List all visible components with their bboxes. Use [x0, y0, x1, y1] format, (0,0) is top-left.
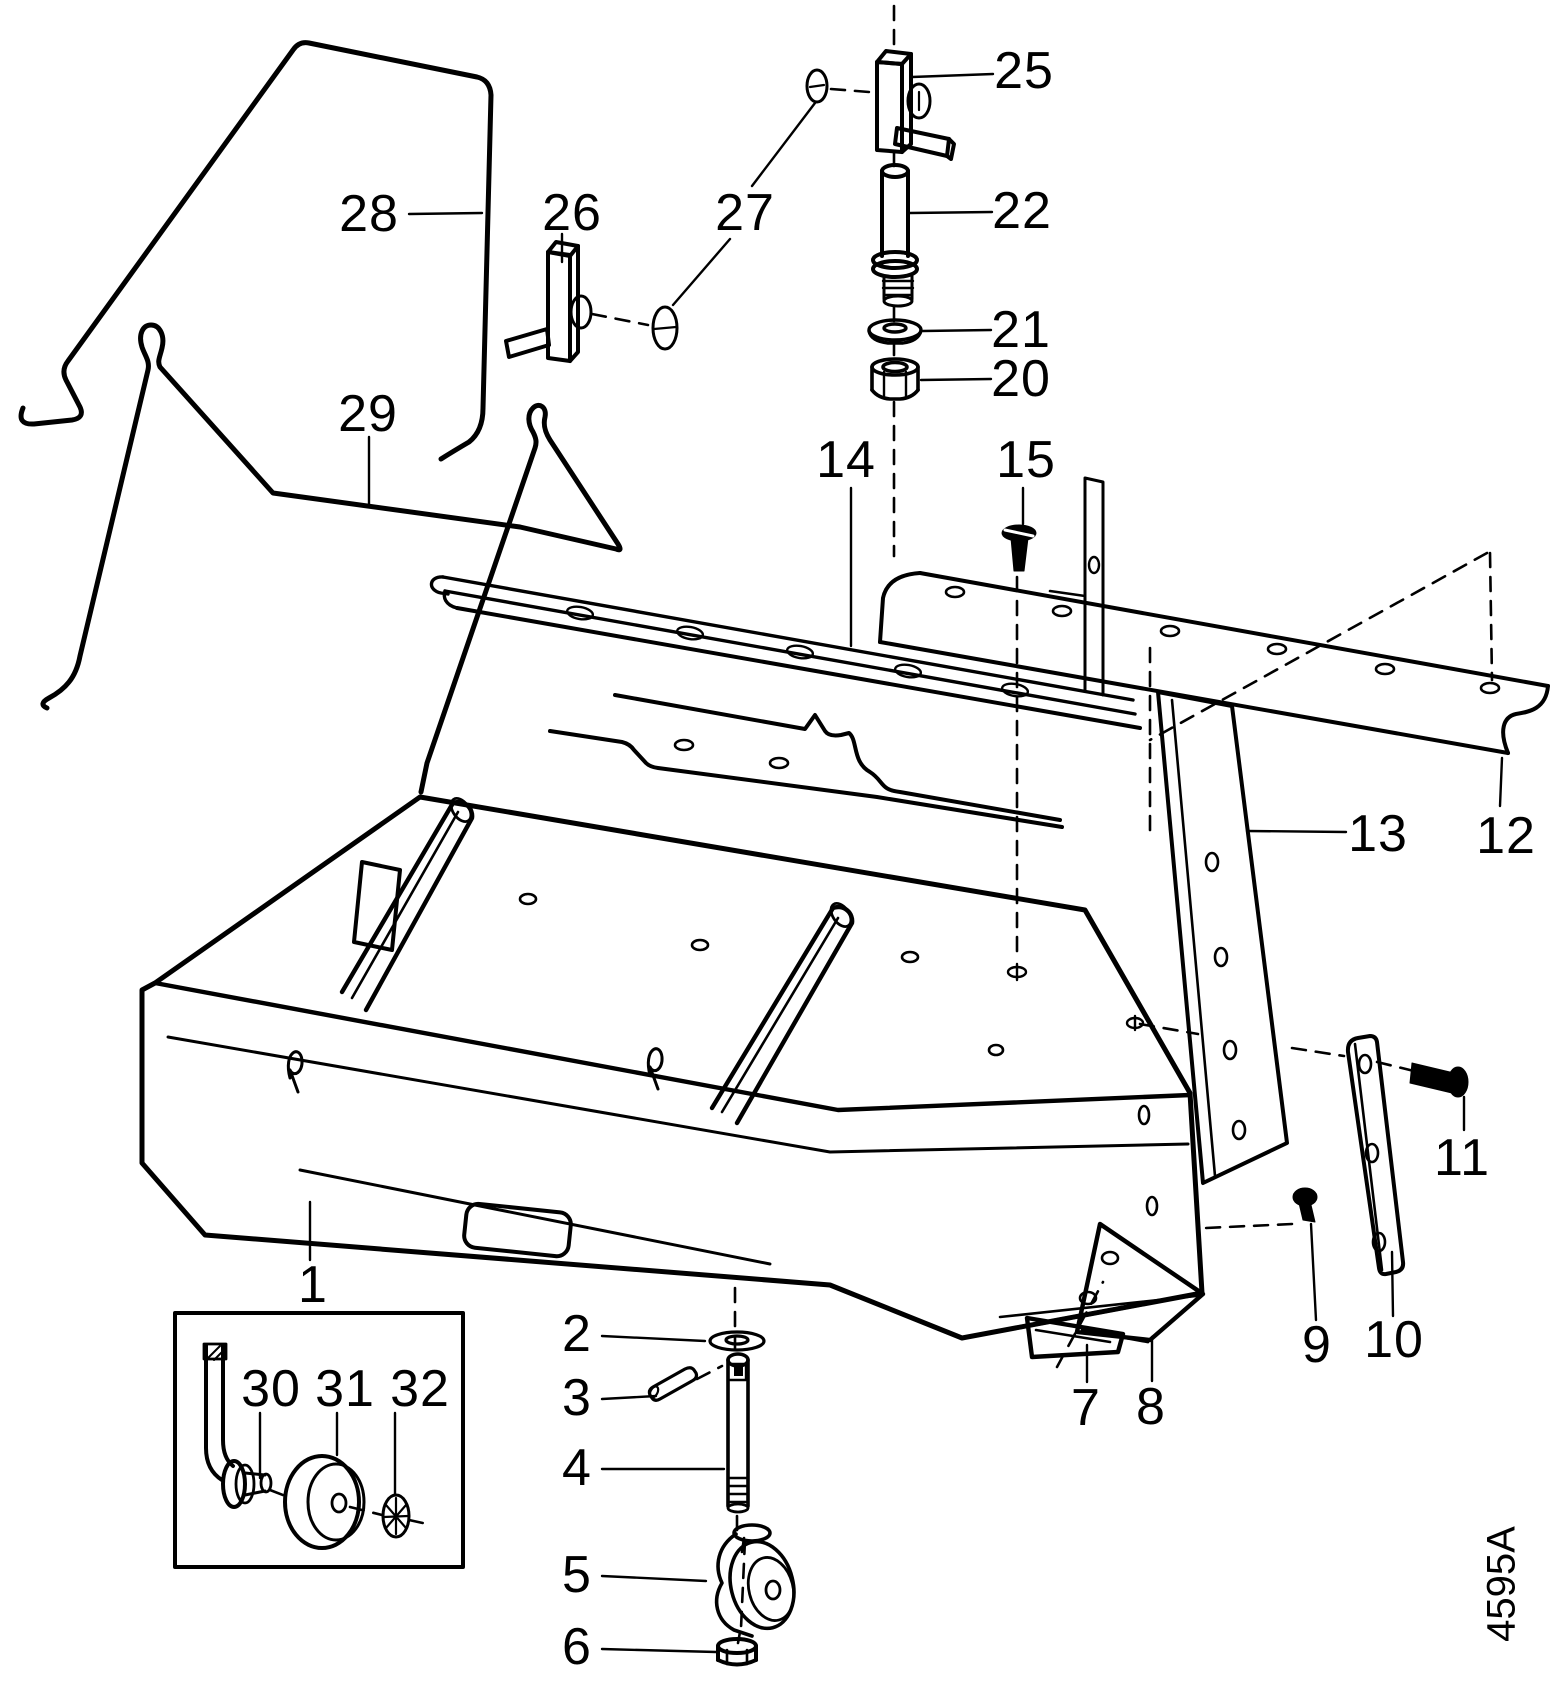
stud-22 — [871, 163, 919, 308]
washer-21 — [867, 318, 923, 345]
bolt-11 — [1409, 1062, 1469, 1098]
wire-29 — [40, 322, 623, 795]
angle-rail-12 — [878, 571, 1550, 755]
washer-27-upper — [805, 68, 829, 104]
main-body-1 — [139, 794, 1205, 1341]
threaded-stem-4 — [726, 1352, 750, 1514]
bracket-25 — [875, 49, 956, 161]
rivet-9 — [1292, 1187, 1318, 1223]
inset-detail-box — [173, 1311, 465, 1569]
caster-wheel-5 — [714, 1523, 796, 1638]
bracket-13 — [548, 476, 1289, 1185]
strip-10 — [1345, 1034, 1406, 1277]
drawing-code: 4595A — [1479, 1526, 1524, 1642]
rail-14 — [429, 575, 1142, 730]
washer-2 — [708, 1330, 766, 1352]
nut-20 — [870, 357, 920, 401]
washer-27-lower — [651, 305, 679, 351]
alignment-holes — [1006, 962, 1145, 1032]
blades-7-8 — [1024, 1221, 1206, 1360]
bracket-26 — [504, 240, 593, 363]
callout-leader-lines — [258, 72, 1504, 1654]
assembly-dashed-lines — [268, 4, 1494, 1645]
nut-6 — [716, 1637, 758, 1667]
wire-guard-frame-28 — [18, 40, 494, 462]
screw-15 — [1001, 524, 1037, 572]
